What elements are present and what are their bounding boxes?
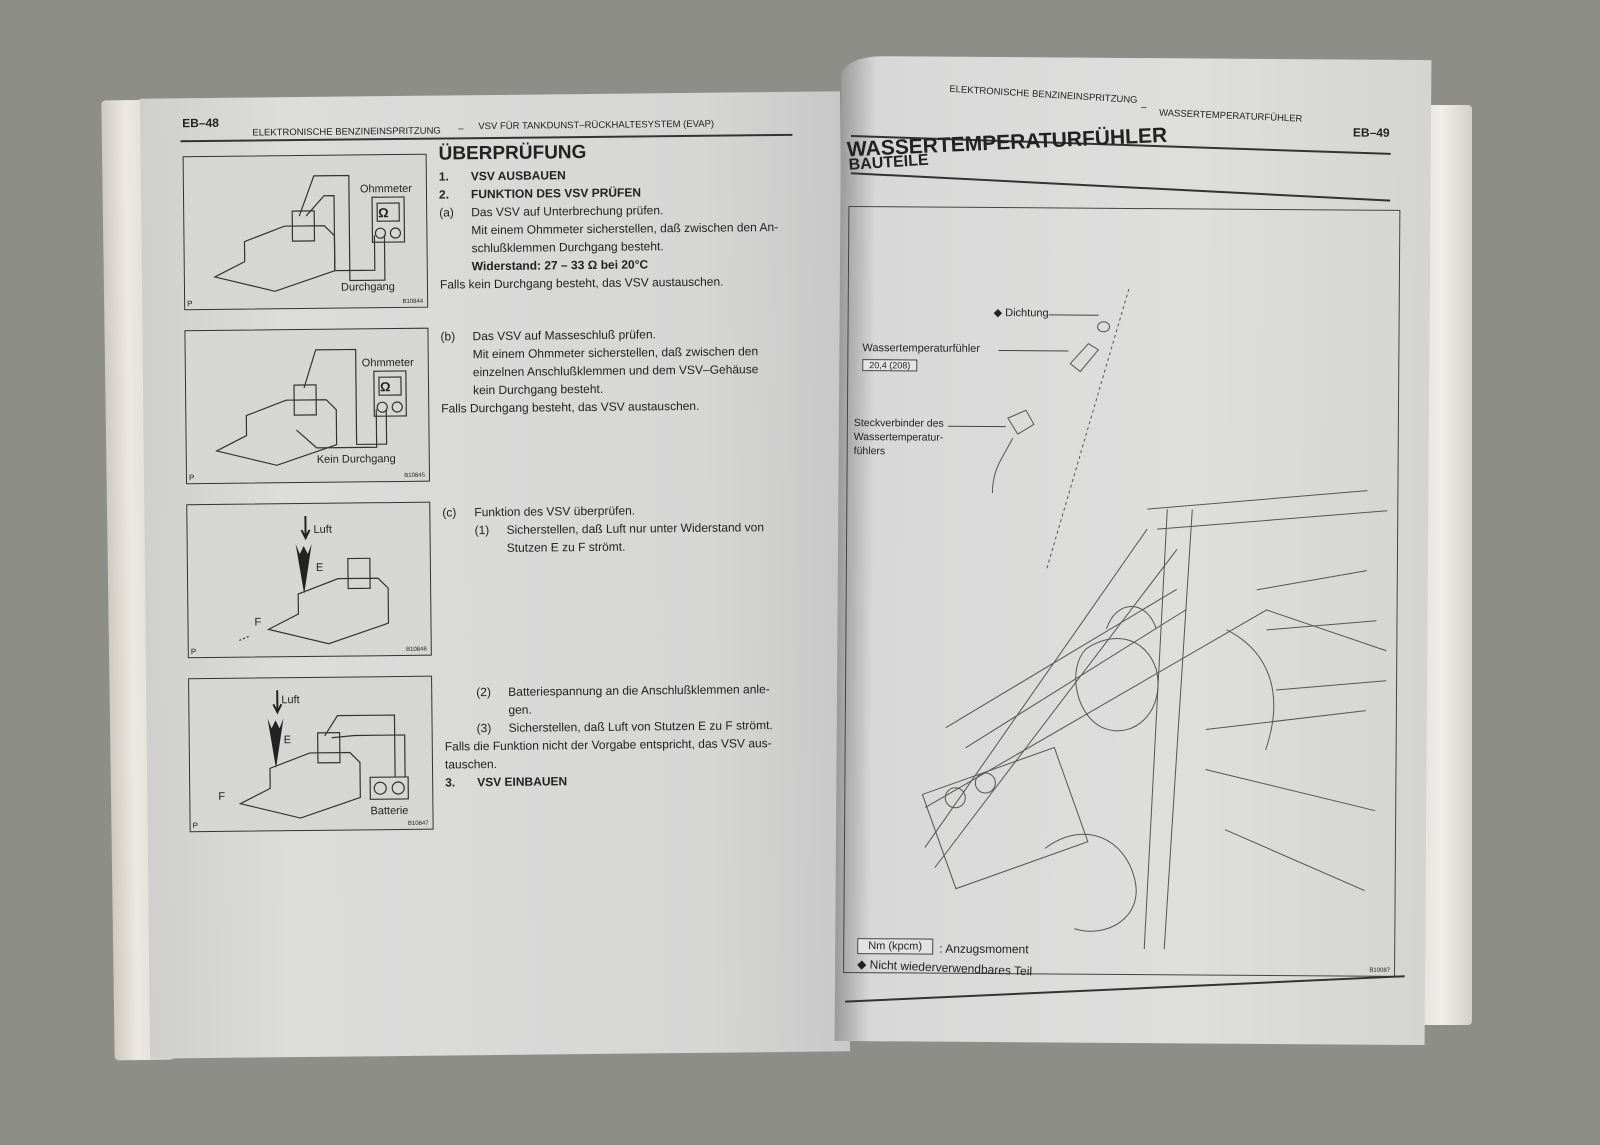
substep-marker: (c) [442,505,457,520]
figure-battery-test: Luft E F Batterie P B10847 [188,675,434,833]
text-line: Batteriespannung an die Anschlußklemmen … [508,682,770,699]
section-title: ÜBERPRÜFUNG [438,142,587,165]
callout-connector: Wassertemperatur- [853,431,944,444]
header-separator: – [1141,102,1147,114]
vsv-airflow-drawing [238,515,390,645]
text-line: kein Durchgang besteht. [472,381,604,398]
text-line: schlußklemmen Durchgang besteht. [471,239,664,256]
figure-label: Ohmmeter [361,356,414,370]
figure-label: Luft [281,694,300,707]
figure-code: B10846 [406,646,427,653]
header-topic: VSV FÜR TANKDUNST–RÜCKHALTESYSTEM (EVAP) [478,118,715,133]
legend-torque-box: Nm (kpcm) [857,938,934,955]
text-line: tauschen. [444,756,498,772]
figure-label: E [315,561,324,574]
substep-number: (3) [476,721,492,736]
substep-number: (1) [474,523,490,538]
step-number: 2. [438,187,450,202]
figure-label: Batterie [370,804,409,818]
substep-title: Das VSV auf Unterbrechung prüfen. [471,203,664,220]
text-line: einzelnen Anschlußklemmen und dem VSV–Ge… [472,362,759,380]
header-topic: WASSERTEMPERATURFÜHLER [1158,107,1303,125]
figure-airflow-test: Luft E F P B10846 [186,501,432,659]
page-number: EB–48 [182,115,220,131]
figure-code: B10845 [404,472,425,479]
ohm-icon: Ω [378,205,389,221]
figure-mark: P [192,821,198,831]
footer-rule [845,975,1405,1003]
component-figure: ◆ Dichtung Wassertemperaturfühler 20,4 (… [843,206,1401,977]
resistance-spec: Widerstand: 27 – 33 Ω bei 20°C [471,257,649,274]
step-number: 1. [438,169,449,184]
figure-label: E [283,734,292,747]
figure-ground-test: Ω Ohmmeter Kein Durchgang P B10845 [184,327,431,485]
substep-marker: (a) [439,205,454,220]
page-number: EB–49 [1352,125,1390,140]
left-page: EB–48 ELEKTRONISCHE BENZINEINSPRITZUNG –… [139,91,851,1059]
substep-number: (2) [476,685,491,700]
figure-open-circuit-test: Ω Ohmmeter Durchgang P B10844 [182,153,429,311]
title-rule [850,172,1391,202]
figure-mark: P [187,299,193,309]
figure-label: Luft [313,523,332,536]
figure-mark: P [188,473,195,483]
substep-title: Funktion des VSV überprüfen. [474,503,636,520]
figure-label: Kein Durchgang [316,453,396,466]
vsv-ohmmeter-drawing [214,348,407,466]
figure-label: Durchgang [340,281,395,294]
header-section: ELEKTRONISCHE BENZINEINSPRITZUNG [949,83,1138,106]
figure-code: B10844 [402,298,424,305]
step-label: VSV EINBAUEN [477,774,568,790]
section-subtitle: BAUTEILE [848,151,930,174]
legend-torque-label: : Anzugsmoment [939,941,1029,957]
step-label: VSV AUSBAUEN [470,168,566,184]
substep-marker: (b) [440,329,456,344]
text-line: Sicherstellen, daß Luft nur unter Widers… [506,520,765,537]
vsv-battery-drawing [238,690,409,819]
torque-spec-box: 20,4 (208) [862,359,918,372]
header-section: ELEKTRONISCHE BENZINEINSPRITZUNG [252,125,441,139]
text-line: Falls die Funktion nicht der Vorgabe ent… [444,736,772,754]
text-line: Stutzen E zu F strömt. [506,539,626,555]
text-line: Mit einem Ohmmeter sicherstellen, daß zw… [471,220,779,238]
figure-mark: P [190,647,197,657]
callout-sensor: Wassertemperaturfühler [862,342,981,355]
step-number: 3. [445,775,456,790]
vsv-ohmmeter-drawing [213,174,406,292]
right-page: ELEKTRONISCHE BENZINEINSPRITZUNG – WASSE… [834,55,1432,1046]
callout-connector: Steckverbinder des [853,417,944,430]
header-separator: – [458,123,464,135]
callout-gasket: ◆ Dichtung [993,307,1049,320]
figure-code: B10087 [1369,967,1391,974]
text-line: Falls Durchgang besteht, das VSV austaus… [441,398,700,416]
substep-title: Das VSV auf Masseschluß prüfen. [472,327,656,344]
step-label: FUNKTION DES VSV PRÜFEN [470,185,642,202]
figure-label: F [254,616,262,629]
engine-bay-drawing [921,288,1388,950]
ohm-icon: Ω [379,379,391,395]
callout-connector: fühlers [853,445,886,458]
figure-label: Ohmmeter [359,182,412,196]
figure-code: B10847 [407,820,429,827]
text-line: gen. [508,702,532,717]
figure-label: F [218,790,226,803]
text-line: Falls kein Durchgang besteht, das VSV au… [439,274,724,292]
